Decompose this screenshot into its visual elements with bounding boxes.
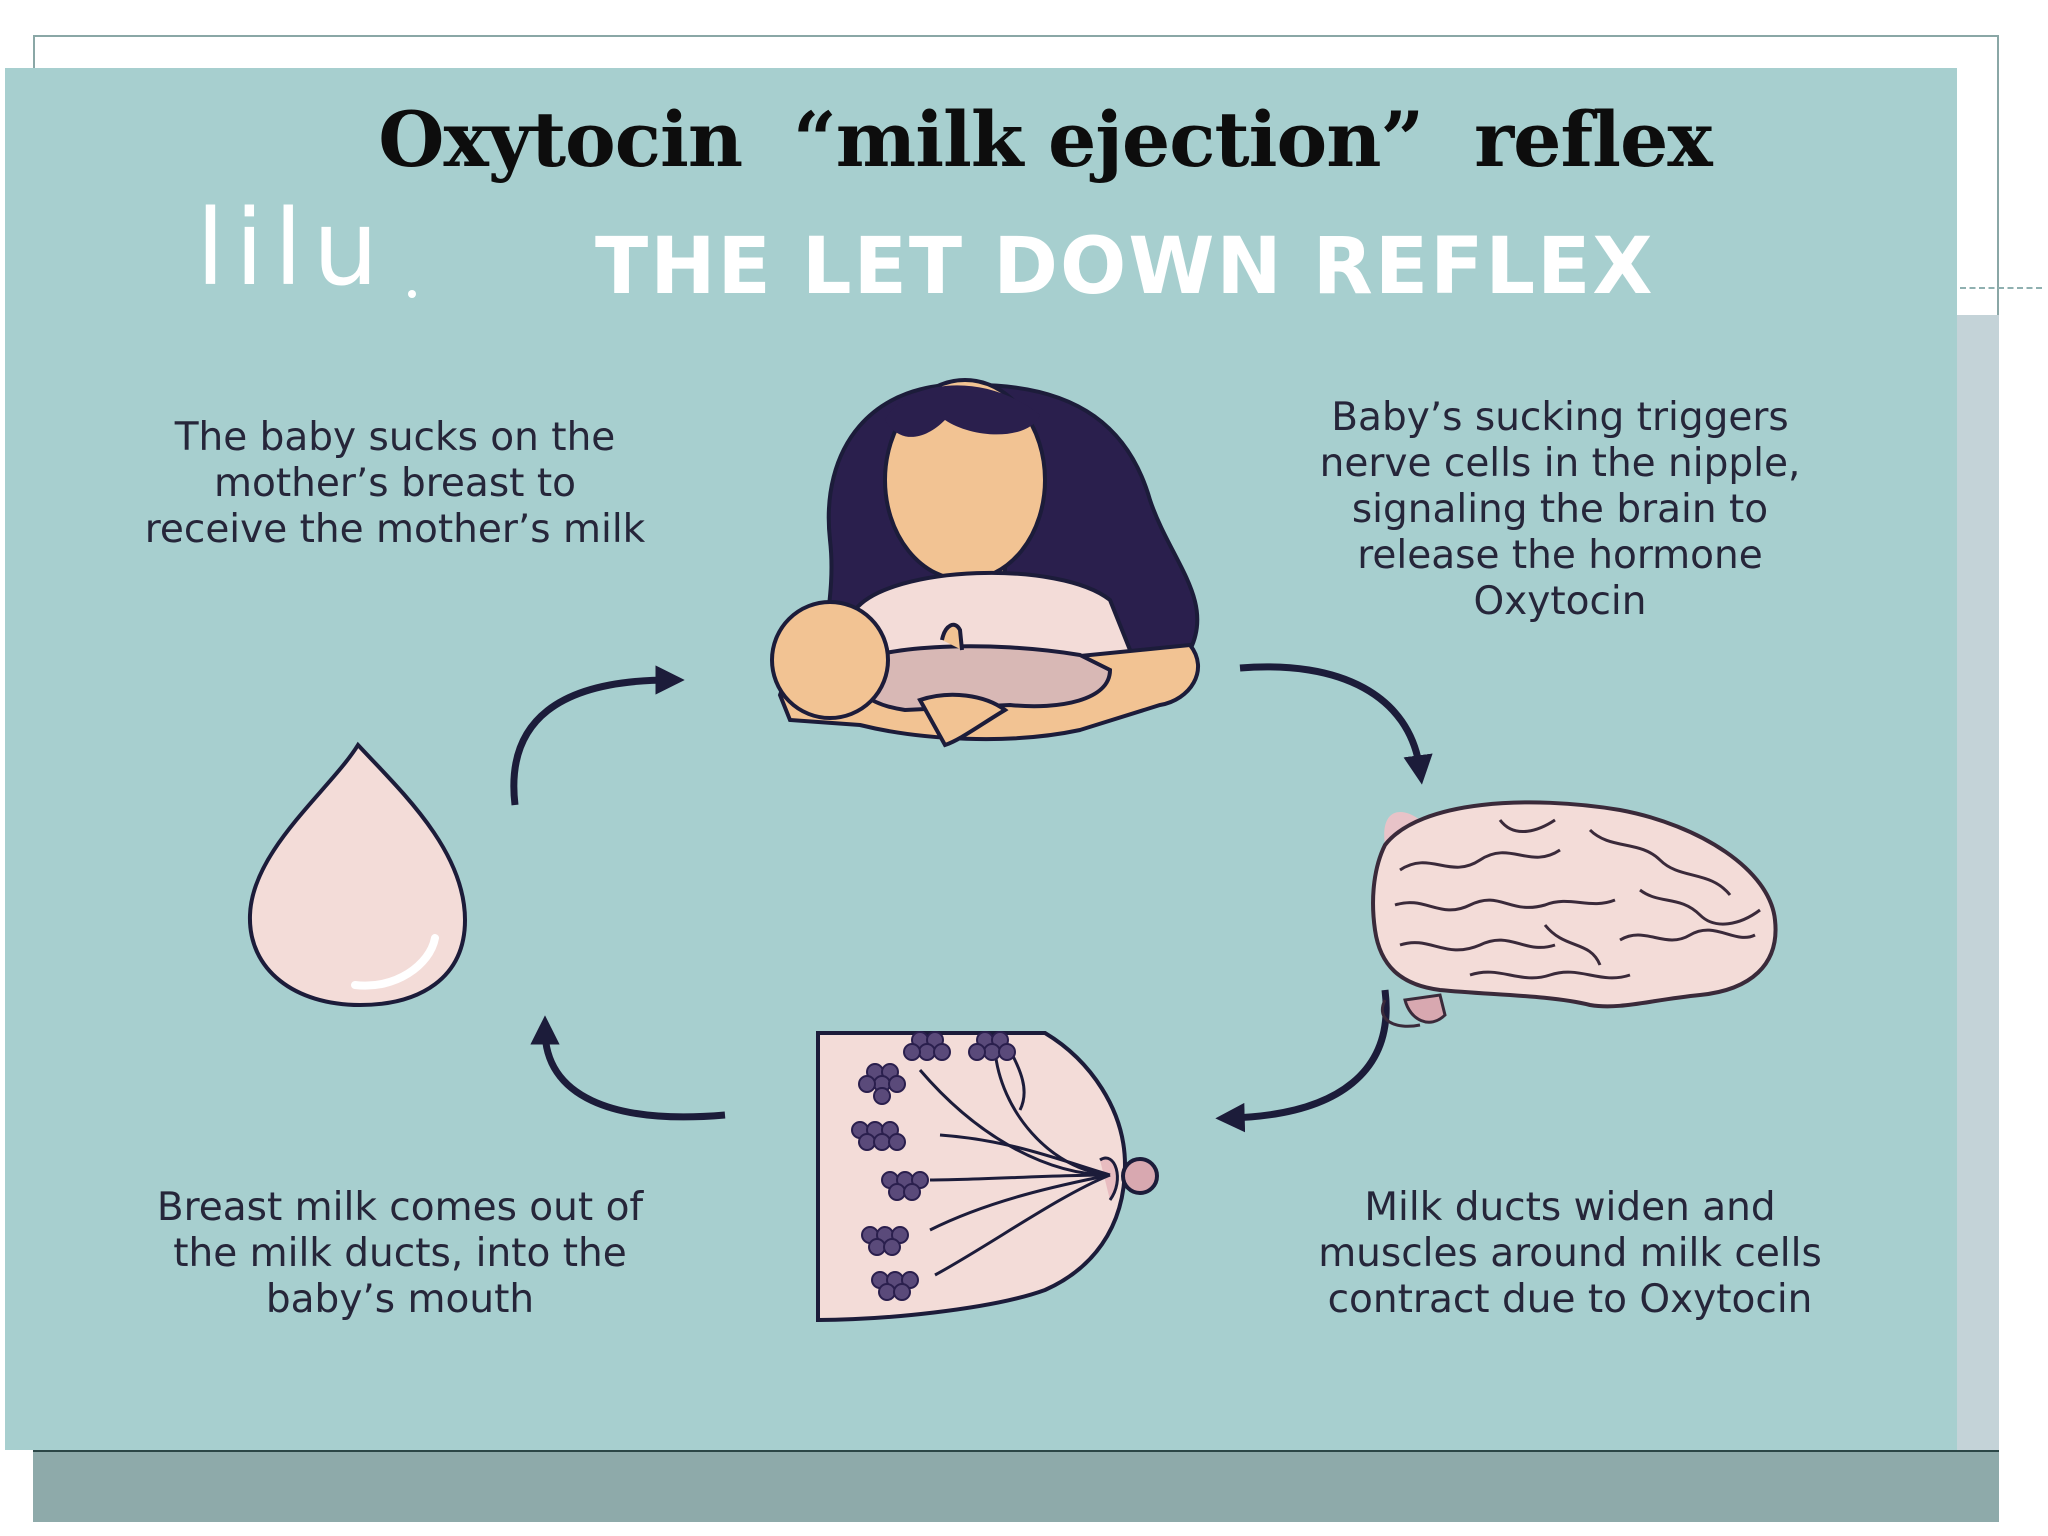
slide-bottom-band: [33, 1450, 1999, 1522]
caption-line: baby’s mouth: [265, 1277, 535, 1322]
caption-line: nerve cells in the nipple,: [1319, 441, 1801, 486]
caption-line: muscles around milk cells: [1318, 1231, 1822, 1276]
cycle-arrow-bottom-left: [530, 1015, 726, 1121]
brand-logo: lilu: [196, 187, 389, 309]
panel-bottom-rule: [33, 1450, 1999, 1452]
caption-line: mother’s breast to: [214, 461, 576, 506]
caption-line: Breast milk comes out of: [156, 1185, 644, 1230]
slide-title: Oxytocin “milk ejection” reflex: [378, 95, 1712, 184]
brand-logo-dot: [408, 290, 416, 298]
mother-breastfeeding-illustration: [770, 378, 1201, 748]
cycle-arrow-top-left: [510, 665, 685, 806]
caption-line: Oxytocin: [1473, 579, 1647, 624]
breast-anatomy-illustration: [816, 1031, 1159, 1323]
caption-line: receive the mother’s milk: [144, 507, 646, 552]
caption-line: The baby sucks on the: [174, 415, 616, 460]
caption-line: Milk ducts widen and: [1364, 1185, 1776, 1230]
caption-line: the milk ducts, into the: [173, 1231, 627, 1276]
caption-line: contract due to Oxytocin: [1327, 1277, 1813, 1322]
step-caption-ducts-contract: Milk ducts widen and muscles around milk…: [1250, 1185, 1890, 1323]
step-caption-milk-out: Breast milk comes out of the milk ducts,…: [85, 1185, 715, 1323]
caption-line: release the hormone: [1357, 533, 1763, 578]
caption-line: signaling the brain to: [1351, 487, 1769, 532]
cycle-arrow-bottom-right: [1215, 989, 1390, 1133]
cycle-arrow-top-right: [1239, 663, 1433, 785]
milk-drop-illustration: [247, 741, 468, 1008]
infographic-headline: THE LET DOWN REFLEX: [595, 222, 1655, 312]
step-caption-nerve-signal: Baby’s sucking triggers nerve cells in t…: [1235, 395, 1885, 625]
brain-illustration: [1371, 800, 1778, 1028]
slide-dashed-rule: [1960, 287, 2042, 289]
caption-line: Baby’s sucking triggers: [1331, 395, 1789, 440]
step-caption-baby-sucks: The baby sucks on the mother’s breast to…: [80, 415, 710, 553]
